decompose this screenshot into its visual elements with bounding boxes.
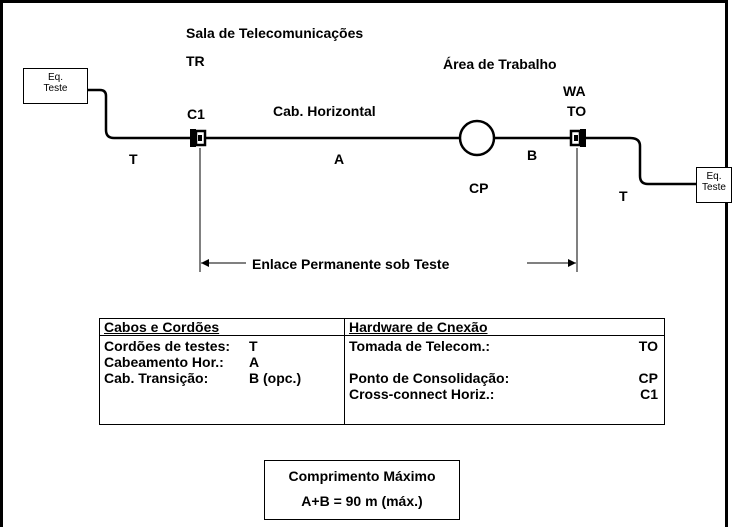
legend-spacer xyxy=(349,354,660,370)
test-equipment-right-line1: Eq. xyxy=(706,171,722,182)
test-equipment-left-line1: Eq. xyxy=(47,72,63,83)
max-length-value: A+B = 90 m (máx.) xyxy=(301,493,423,509)
legend-key: Ponto de Consolidação: xyxy=(349,370,510,386)
test-cord-left xyxy=(88,88,190,140)
legend-key: Cordões de testes: xyxy=(104,338,231,354)
hardware-header: Hardware de Cnexão xyxy=(344,318,665,336)
legend-key: Cross-connect Horiz.: xyxy=(349,386,495,402)
max-length-title: Comprimento Máximo xyxy=(288,468,436,484)
cables-header: Cabos e Cordões xyxy=(99,318,345,336)
test-equipment-left-line2: Teste xyxy=(43,83,68,94)
a-label: A xyxy=(334,151,345,167)
hardware-list: Tomada de Telecom.: TO Ponto de Consolid… xyxy=(344,335,665,425)
legend-value: A xyxy=(249,354,260,370)
b-label: B xyxy=(527,147,538,163)
cp-label: CP xyxy=(469,180,489,196)
legend-value: C1 xyxy=(640,386,658,402)
t-right-label: T xyxy=(619,188,628,204)
work-area-title: Área de Trabalho xyxy=(443,56,557,72)
test-cord-right xyxy=(586,136,696,186)
legend-value: B (opc.) xyxy=(249,370,302,386)
c1-connector-icon xyxy=(190,129,207,147)
cables-list: Cordões de testes: T Cabeamento Hor.: A … xyxy=(99,335,345,425)
legend-value: T xyxy=(249,338,258,354)
t-left-label: T xyxy=(129,151,138,167)
wa-label: WA xyxy=(563,83,586,99)
to-label: TO xyxy=(567,103,587,119)
legend-value: TO xyxy=(638,338,658,354)
legend-row: Cross-connect Horiz.: C1 xyxy=(349,386,660,402)
permanent-link-arrow-left xyxy=(201,259,246,267)
legend-row: Tomada de Telecom.: TO xyxy=(349,338,660,354)
test-equipment-right: Eq. Teste xyxy=(696,167,732,203)
legend-value: CP xyxy=(638,370,658,386)
to-connector-icon xyxy=(569,129,586,147)
permanent-link-label: Enlace Permanente sob Teste xyxy=(252,256,450,272)
max-length-box: Comprimento Máximo A+B = 90 m (máx.) xyxy=(264,460,460,520)
permanent-link-arrow-right xyxy=(527,259,576,267)
horizontal-cable-label: Cab. Horizontal xyxy=(273,103,376,119)
legend-row: Cabeamento Hor.: A xyxy=(104,354,340,370)
legend-key: Cabeamento Hor.: xyxy=(104,354,224,370)
legend-table: Cabos e Cordões Hardware de Cnexão Cordõ… xyxy=(99,318,665,425)
legend-row: Cab. Transição: B (opc.) xyxy=(104,370,340,386)
test-equipment-left: Eq. Teste xyxy=(23,68,88,104)
tr-room-title: Sala de Telecomunicações xyxy=(186,25,364,41)
legend-key: Cab. Transição: xyxy=(104,370,209,386)
legend-row: Cordões de testes: T xyxy=(104,338,340,354)
consolidation-point-circle xyxy=(458,119,496,157)
legend-key: Tomada de Telecom.: xyxy=(349,338,491,354)
tr-label: TR xyxy=(186,53,205,69)
legend-row: Ponto de Consolidação: CP xyxy=(349,370,660,386)
c1-label: C1 xyxy=(187,106,205,122)
test-equipment-right-line2: Teste xyxy=(702,182,726,193)
